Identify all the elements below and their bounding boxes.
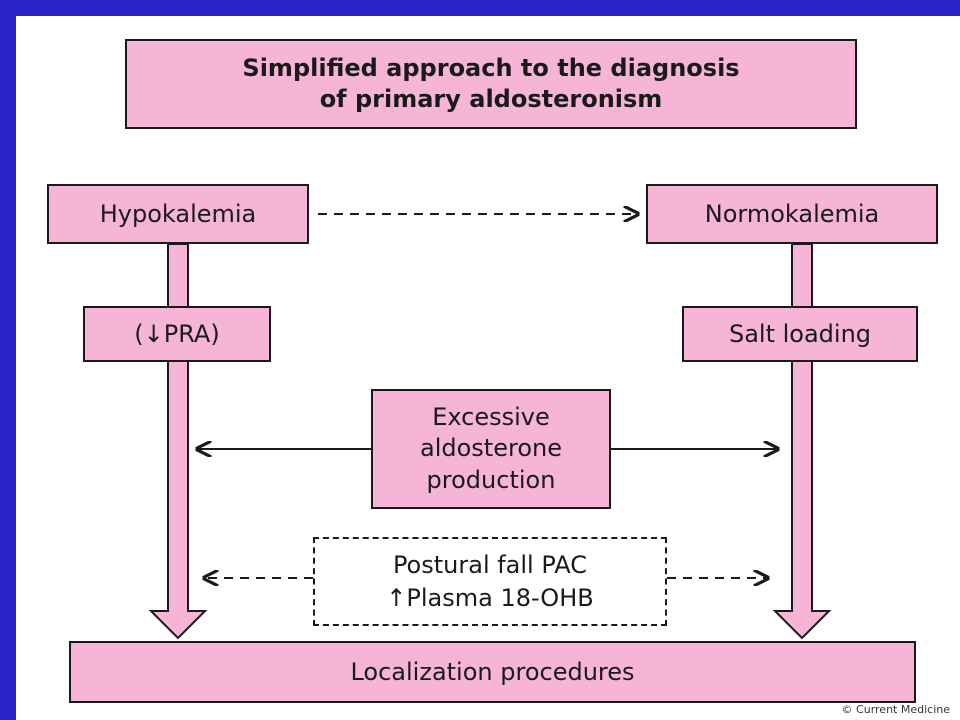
node-normokalemia-label: Normokalemia [704,200,880,228]
node-pra: (↓PRA) [83,306,271,362]
diagram-title: Simplified approach to the diagnosis of … [125,39,857,129]
node-hypokalemia-label: Hypokalemia [99,200,257,228]
node-normokalemia: Normokalemia [646,184,938,244]
connector-layer [148,16,832,640]
diagram-title-text: Simplified approach to the diagnosis of … [242,53,740,113]
left-wide-arrow [148,243,208,640]
slide-frame: Simplified approach to the diagnosis of … [16,16,960,720]
node-pra-label: (↓PRA) [134,320,220,348]
copyright-notice: © Current Medicine [841,703,950,716]
node-hypokalemia: Hypokalemia [47,184,309,244]
node-excessive-aldosterone: Excessive aldosterone production [371,389,611,509]
node-salt-loading: Salt loading [682,306,918,362]
node-localization: Localization procedures [69,641,916,703]
node-excessive-aldosterone-label: Excessive aldosterone production [420,403,562,494]
right-wide-arrow [772,243,832,640]
node-postural-fall-label: Postural fall PAC ↑Plasma 18-OHB [386,551,594,612]
node-localization-label: Localization procedures [350,658,635,686]
node-postural-fall: Postural fall PAC ↑Plasma 18-OHB [313,537,667,626]
node-salt-loading-label: Salt loading [728,320,872,348]
